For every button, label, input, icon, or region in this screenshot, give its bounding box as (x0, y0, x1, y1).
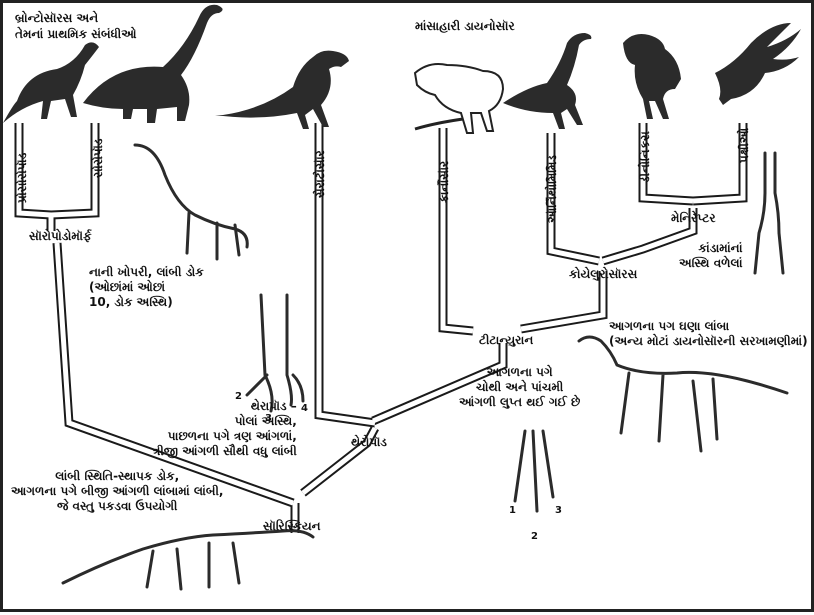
note-small-skull: નાની ખોપરી, લાંબી ડોક (ઓછાંમાં ઓછાં 10, … (89, 265, 204, 310)
clade-tetanurae: ટીટાન્યુરાન (479, 333, 533, 348)
title-line-2: તેમનાં પ્રાથમિક સંબંધીઓ (15, 27, 137, 42)
sauropodomorph-skeleton (135, 145, 247, 259)
taxon-sauropod: સોરોપૉડ (91, 139, 106, 178)
taxon-ornithomimid: ઑર્નિથોમિમિડ (545, 155, 560, 223)
clade-maniraptor: મેનિરેપ્ટર (671, 211, 716, 226)
foot-digit-2: 2 (235, 391, 242, 402)
taxon-bird: પક્ષીઓ (737, 128, 752, 163)
clade-coelurosaur: કોયેલુરોસૉરસ (569, 267, 637, 282)
foot-digit-4: 4 (301, 403, 308, 414)
ornithomimid-figure (503, 33, 591, 129)
taxon-carnosaur: કાર્નોસૉર (437, 161, 452, 203)
ceratosaur-figure (215, 51, 349, 129)
maniraptor-wrist (755, 153, 783, 273)
taxon-deinonychus: ડીનોનિકસ (638, 131, 653, 183)
foot-digit-3: 3 (265, 413, 272, 424)
note-theropod-traits: થેરાપૉડ – પોલાં અસ્થિ, પાછળના પગે ત્રણ આ… (153, 399, 297, 459)
hand-digit-1: 1 (509, 505, 516, 516)
note-fingers-lost: આગળના પગે ચોથી અને પાંચમી આંગળી લુપ્ત થઈ… (459, 365, 580, 410)
deinonychus-figure (623, 34, 681, 119)
prosauropod-figure (3, 42, 99, 123)
clade-saurischian: સૉરિસ્કિયન (263, 519, 321, 534)
carnosaur-figure (415, 64, 503, 133)
theropod-foot (247, 295, 303, 411)
saurischian-skeleton (63, 531, 313, 589)
taxon-prosauropod: પ્રોસોરોપૉડ (15, 153, 30, 203)
clade-theropod: થેરોપૉડ (351, 435, 387, 450)
clade-sauropodomorph: સૉરોપોડોમૉર્ફ (29, 229, 92, 244)
note-wrist: કાંડામાંનાં અસ્થિ વળેલાં (679, 241, 743, 271)
note-saurischian-traits: લાંબી સ્થિતિ-સ્થાપક ડોક, આગળના પગે બીજી … (11, 469, 223, 514)
carnivore-title: માંસાહારી ડાયનોસૉર (415, 19, 515, 34)
sauropod-figure (83, 5, 223, 123)
title-line-1: બ્રોન્ટોસૉરસ અને (15, 11, 98, 26)
tetanurae-hand (515, 431, 553, 511)
taxon-ceratosaur: સેરાટોસૉર (313, 150, 328, 198)
bird-figure (715, 23, 801, 105)
note-forelimbs: આગળના પગ ઘણા લાંબા (અન્ય મોટાં ડાયનોસૉરન… (609, 319, 808, 349)
hand-digit-3: 3 (555, 505, 562, 516)
hand-digit-2: 2 (531, 531, 538, 542)
ornithomimid-skeleton (579, 337, 787, 451)
